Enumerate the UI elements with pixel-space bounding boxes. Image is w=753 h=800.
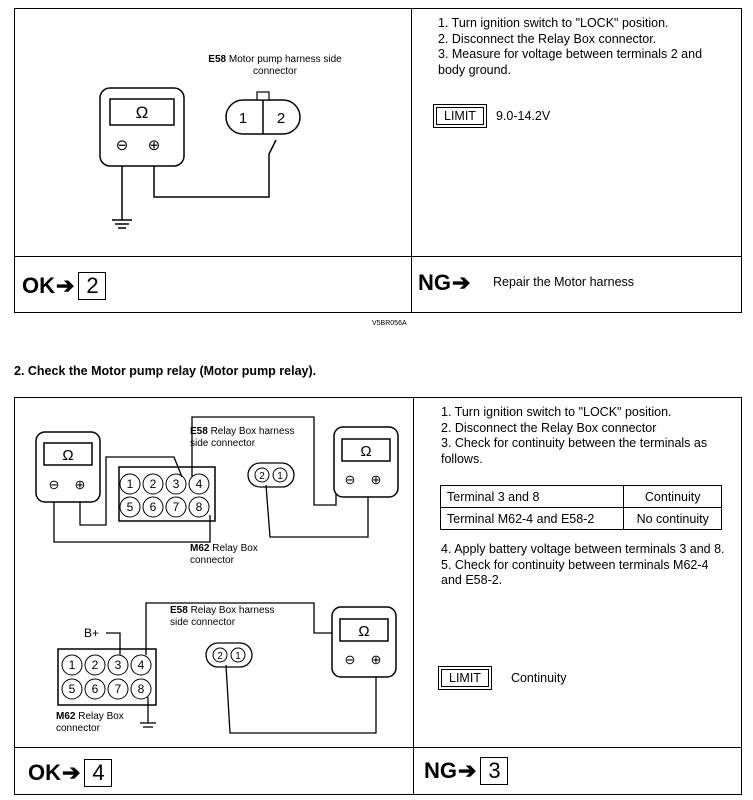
- svg-text:⊕: ⊕: [371, 652, 382, 667]
- top-steps: 1. Turn ignition switch to "LOCK" positi…: [423, 16, 728, 78]
- section2-divider-horizontal: [14, 747, 742, 748]
- ok-next-step: 4: [84, 759, 113, 787]
- multimeter-display: [109, 98, 175, 126]
- ohm-icon: Ω: [136, 103, 149, 122]
- ng-label: NG: [424, 758, 457, 783]
- svg-text:2: 2: [92, 658, 99, 672]
- s2-step-4: 4. Apply battery voltage between termina…: [441, 542, 725, 556]
- limit-value: Continuity: [510, 671, 567, 685]
- svg-text:3: 3: [115, 658, 122, 672]
- top-step-3: 3. Measure for voltage between terminals…: [438, 47, 703, 77]
- pin-1: 1: [239, 110, 247, 127]
- s2-step-5: 5. Check for continuity between terminal…: [441, 557, 709, 588]
- battery-label: B+: [84, 626, 100, 640]
- table-cell: No continuity: [623, 507, 722, 530]
- probe-wire: [153, 139, 277, 198]
- svg-text:6: 6: [92, 682, 99, 696]
- limit-value: 9.0-14.2V: [495, 109, 551, 123]
- top-circuit-diagram: Ω ⊖ ⊕ 1 2: [99, 87, 301, 229]
- svg-text:Ω: Ω: [360, 443, 371, 460]
- svg-text:⊕: ⊕: [371, 472, 382, 487]
- top-frame: [14, 8, 742, 313]
- continuity-table: Terminal 3 and 8 Continuity Terminal M62…: [439, 485, 722, 530]
- table-cell: Continuity: [623, 485, 722, 508]
- top-divider-vertical: [411, 8, 412, 313]
- svg-text:2: 2: [259, 471, 265, 482]
- relay-circuit-diagram: Ω ⊖ ⊕ 1 2 3 4 5 6 7 8 2 1 Ω ⊖ ⊕ 1 2 3 4 …: [35, 416, 399, 734]
- e58-connector-label: E58 Motor pump harness side connector: [208, 54, 342, 77]
- svg-text:1: 1: [69, 658, 76, 672]
- svg-text:4: 4: [196, 477, 203, 491]
- ok-label: OK: [22, 273, 55, 298]
- section2-steps-b: 4. Apply battery voltage between termina…: [426, 542, 731, 589]
- svg-text:7: 7: [115, 682, 122, 696]
- section2-frame: [14, 397, 742, 795]
- top-step-1: 1. Turn ignition switch to "LOCK" positi…: [438, 16, 669, 30]
- svg-text:1: 1: [127, 477, 134, 491]
- top-divider-horizontal: [14, 256, 742, 257]
- section2-limit: LIMIT Continuity: [438, 666, 567, 690]
- s2-ng-result: NG ➔ 3: [424, 757, 509, 785]
- arrow-right-icon: ➔: [56, 273, 75, 298]
- ng-next-step: 3: [480, 757, 509, 785]
- section2-divider-vertical: [413, 397, 414, 795]
- ng-action: Repair the Motor harness: [493, 275, 635, 289]
- svg-text:1: 1: [277, 471, 283, 482]
- svg-text:5: 5: [69, 682, 76, 696]
- svg-text:1: 1: [235, 651, 241, 662]
- s2-step-3: 3. Check for continuity between the term…: [441, 436, 708, 466]
- s2-step-1: 1. Turn ignition switch to "LOCK" positi…: [441, 405, 672, 419]
- section-2-heading: 2. Check the Motor pump relay (Motor pum…: [14, 364, 317, 378]
- plus-terminal-icon: ⊕: [148, 137, 161, 154]
- svg-text:⊕: ⊕: [75, 477, 86, 492]
- svg-text:8: 8: [196, 500, 203, 514]
- m62-lower-label: M62 Relay Box connector: [56, 711, 124, 734]
- section2-steps-a: 1. Turn ignition switch to "LOCK" positi…: [426, 405, 731, 467]
- svg-text:6: 6: [150, 500, 157, 514]
- table-row: Terminal M62-4 and E58-2 No continuity: [439, 507, 722, 530]
- m62-upper-label: M62 Relay Box connector: [190, 543, 258, 566]
- arrow-right-icon: ➔: [452, 270, 471, 295]
- s2-ok-result: OK ➔ 4: [28, 759, 113, 787]
- svg-text:⊖: ⊖: [345, 472, 356, 487]
- e58-lower-label: E58 Relay Box harness side connector: [170, 605, 275, 628]
- svg-text:2: 2: [217, 651, 223, 662]
- svg-text:2: 2: [150, 477, 157, 491]
- ok-next-step: 2: [78, 272, 107, 300]
- svg-text:⊖: ⊖: [49, 477, 60, 492]
- limit-label: LIMIT: [438, 666, 492, 690]
- svg-text:7: 7: [173, 500, 180, 514]
- ng-label: NG: [418, 270, 451, 295]
- svg-text:4: 4: [138, 658, 145, 672]
- svg-text:5: 5: [127, 500, 134, 514]
- minus-terminal-icon: ⊖: [116, 137, 129, 154]
- top-limit: LIMIT 9.0-14.2V: [433, 104, 551, 128]
- pin-2: 2: [277, 110, 285, 127]
- arrow-right-icon: ➔: [62, 760, 81, 785]
- svg-text:⊖: ⊖: [345, 652, 356, 667]
- svg-text:8: 8: [138, 682, 145, 696]
- table-row: Terminal 3 and 8 Continuity: [439, 485, 722, 508]
- svg-text:Ω: Ω: [62, 447, 73, 464]
- e58-upper-label: E58 Relay Box harness side connector: [190, 426, 295, 449]
- s2-step-2: 2. Disconnect the Relay Box connector: [441, 420, 657, 435]
- svg-text:3: 3: [173, 477, 180, 491]
- top-ok-result: OK ➔ 2: [22, 272, 107, 300]
- limit-label: LIMIT: [433, 104, 487, 128]
- table-cell: Terminal M62-4 and E58-2: [439, 507, 625, 530]
- svg-text:Ω: Ω: [358, 623, 369, 640]
- arrow-right-icon: ➔: [458, 758, 477, 783]
- table-cell: Terminal 3 and 8: [439, 485, 625, 508]
- top-ng-result: NG ➔: [418, 270, 470, 296]
- figure-caption: V5BR056A: [372, 320, 407, 327]
- top-step-2: 2. Disconnect the Relay Box connector.: [438, 31, 657, 46]
- ok-label: OK: [28, 760, 61, 785]
